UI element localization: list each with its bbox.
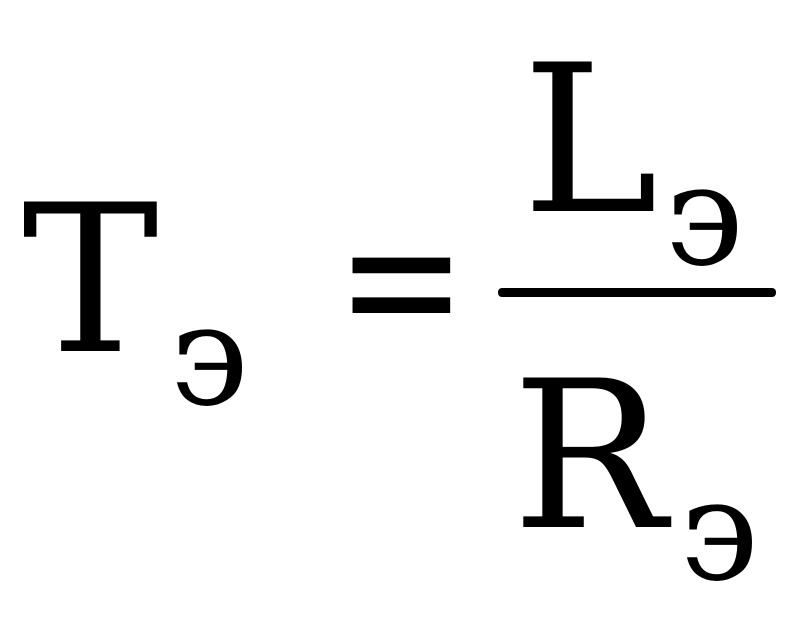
fraction-bar (498, 288, 776, 297)
numerator-subscript: э (665, 135, 744, 298)
denominator-symbol: R (512, 338, 667, 576)
lhs-symbol: T (22, 162, 159, 400)
denominator-subscript: э (680, 450, 759, 613)
lhs-subscript: э (170, 275, 249, 438)
equals-sign: = (336, 163, 467, 396)
numerator-symbol: L (522, 22, 659, 260)
